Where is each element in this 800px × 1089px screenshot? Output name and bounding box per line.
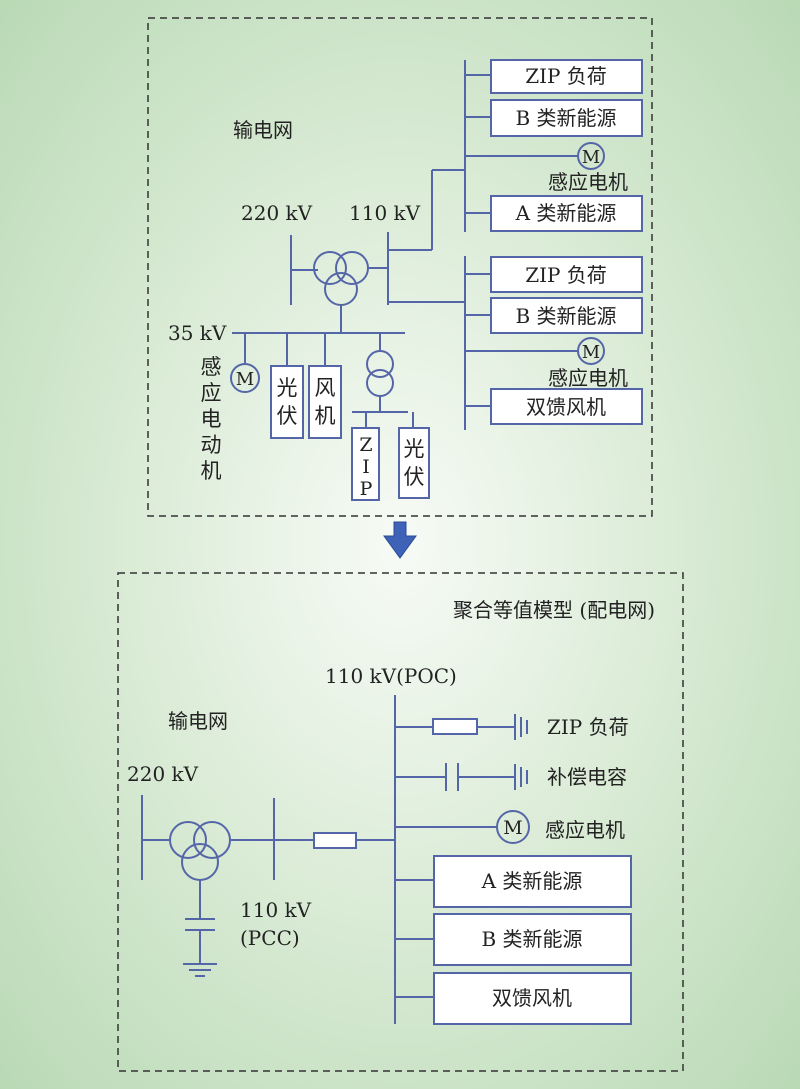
top-35kv-motor-icon bbox=[230, 363, 260, 393]
top-35kv-motor-char-3: 电 bbox=[201, 407, 222, 431]
bottom-motor-branch: M 感应电机 bbox=[395, 810, 625, 844]
top-lower-dfig-label: 双馈风机 bbox=[526, 395, 606, 419]
aggregated-model-panel: 聚合等值模型 (配电网) 110 kV(POC) 输电网 220 kV 110 … bbox=[117, 572, 684, 1072]
top-220kv-label: 220 kV bbox=[241, 201, 313, 225]
top-upper-zip-load-label: ZIP 负荷 bbox=[525, 64, 607, 88]
top-35kv-pv-branch: 光 伏 bbox=[270, 333, 304, 439]
top-lower-motor-m: M bbox=[582, 342, 600, 363]
top-lower-dfig-box bbox=[490, 388, 643, 425]
top-10kv-zip-char-1: Z bbox=[359, 434, 372, 456]
top-35kv-pv-char-2: 伏 bbox=[277, 404, 298, 428]
top-35kv-motor-char-4: 动 bbox=[201, 433, 222, 457]
bottom-zip-branch: ZIP 负荷 bbox=[395, 714, 629, 740]
bottom-capacitor-label: 补偿电容 bbox=[547, 765, 627, 789]
bottom-b-renewable-branch: B 类新能源 bbox=[395, 913, 632, 966]
top-110kv-label: 110 kV bbox=[349, 201, 421, 225]
down-arrow-icon bbox=[383, 521, 417, 559]
detailed-network-panel: 输电网 220 kV 110 kV 35 kV ZIP 负荷 B 类新能源 bbox=[147, 17, 653, 517]
top-35kv-motor-char-5: 机 bbox=[201, 459, 222, 483]
top-upper-motor-m: M bbox=[582, 147, 600, 168]
bottom-a-renewable-box bbox=[433, 855, 632, 908]
top-upper-zip-load-box bbox=[490, 59, 643, 94]
top-35kv-pv-box bbox=[270, 365, 304, 439]
top-upper-motor-icon bbox=[577, 142, 605, 170]
bottom-grid-label: 输电网 bbox=[168, 709, 228, 733]
bottom-equivalent-impedance bbox=[313, 832, 357, 849]
top-lower-b-renewable-label: B 类新能源 bbox=[515, 304, 616, 328]
bottom-title: 聚合等值模型 (配电网) bbox=[453, 598, 655, 622]
bottom-pcc-voltage-label: 110 kV bbox=[240, 898, 312, 922]
top-35kv-pv-char-1: 光 bbox=[277, 376, 298, 400]
top-35kv-wind-box bbox=[308, 365, 342, 439]
top-lower-b-renewable-box bbox=[490, 297, 643, 334]
bottom-dfig-box bbox=[433, 972, 632, 1025]
top-grid-label: 输电网 bbox=[233, 118, 293, 142]
bottom-b-renewable-label: B 类新能源 bbox=[481, 927, 582, 951]
top-three-winding-transformer bbox=[313, 251, 369, 306]
top-upper-b-renewable-label: B 类新能源 bbox=[515, 106, 616, 130]
bottom-motor-m: M bbox=[503, 817, 522, 839]
top-upper-feeder-group: ZIP 负荷 B 类新能源 M 感应电机 A 类新能源 bbox=[465, 59, 643, 232]
top-10kv-pv-box bbox=[398, 427, 430, 499]
top-lower-motor-label: 感应电机 bbox=[548, 366, 628, 390]
ground-icon bbox=[514, 714, 528, 740]
top-upper-a-renewable-box bbox=[490, 195, 643, 232]
top-35kv-wind-branch: 风 机 bbox=[308, 333, 342, 439]
bottom-a-renewable-branch: A 类新能源 bbox=[395, 855, 632, 908]
bottom-220kv-label: 220 kV bbox=[127, 762, 199, 786]
top-10kv-pv-char-1: 光 bbox=[404, 437, 425, 461]
top-10kv-zip-box bbox=[351, 427, 380, 501]
bottom-capacitor-branch: 补偿电容 bbox=[395, 763, 627, 791]
bottom-motor-icon bbox=[496, 810, 530, 844]
aggregated-model-frame bbox=[117, 572, 684, 1072]
bottom-pcc-label: (PCC) bbox=[240, 926, 300, 950]
ground-icon bbox=[514, 764, 528, 790]
top-35kv-label: 35 kV bbox=[168, 321, 227, 345]
bottom-b-renewable-box bbox=[433, 913, 632, 966]
detailed-model-frame bbox=[147, 17, 653, 517]
top-upper-motor-label: 感应电机 bbox=[548, 170, 628, 194]
top-35kv-sub-transformer-branch: Z I P 光 伏 bbox=[351, 333, 430, 501]
top-lower-motor-icon bbox=[577, 337, 605, 365]
bottom-poc-label: 110 kV(POC) bbox=[325, 664, 457, 688]
top-upper-a-renewable-label: A 类新能源 bbox=[515, 201, 617, 225]
bottom-motor-label: 感应电机 bbox=[545, 818, 625, 842]
top-upper-b-renewable-box bbox=[490, 99, 643, 137]
ground-icon bbox=[183, 880, 217, 977]
top-35kv-motor-branch: M 感 应 电 动 机 bbox=[201, 333, 260, 483]
top-35kv-motor-char-1: 感 bbox=[201, 355, 222, 379]
top-10kv-zip-char-3: P bbox=[360, 478, 373, 500]
bottom-zip-label: ZIP 负荷 bbox=[547, 715, 629, 739]
bottom-three-winding-transformer bbox=[169, 821, 231, 881]
top-sub-transformer-upper-coil bbox=[366, 350, 394, 378]
top-lower-zip-load-label: ZIP 负荷 bbox=[525, 263, 607, 287]
top-35kv-wind-char-2: 机 bbox=[315, 404, 336, 428]
top-lower-zip-load-box bbox=[490, 256, 643, 293]
capacitor-icon bbox=[445, 763, 459, 791]
bottom-zip-impedance bbox=[432, 718, 478, 735]
top-10kv-pv-char-2: 伏 bbox=[404, 465, 425, 489]
top-35kv-motor-m: M bbox=[236, 369, 254, 390]
top-lower-feeder-group: ZIP 负荷 B 类新能源 M 感应电机 双馈风机 bbox=[465, 256, 643, 425]
bottom-dfig-branch: 双馈风机 bbox=[395, 972, 632, 1025]
top-10kv-zip-char-2: I bbox=[362, 456, 370, 478]
top-sub-transformer-lower-coil bbox=[366, 369, 394, 397]
bottom-dfig-label: 双馈风机 bbox=[492, 986, 572, 1010]
top-35kv-wind-char-1: 风 bbox=[315, 376, 336, 400]
top-35kv-motor-char-2: 应 bbox=[201, 381, 222, 405]
bottom-a-renewable-label: A 类新能源 bbox=[481, 869, 583, 893]
